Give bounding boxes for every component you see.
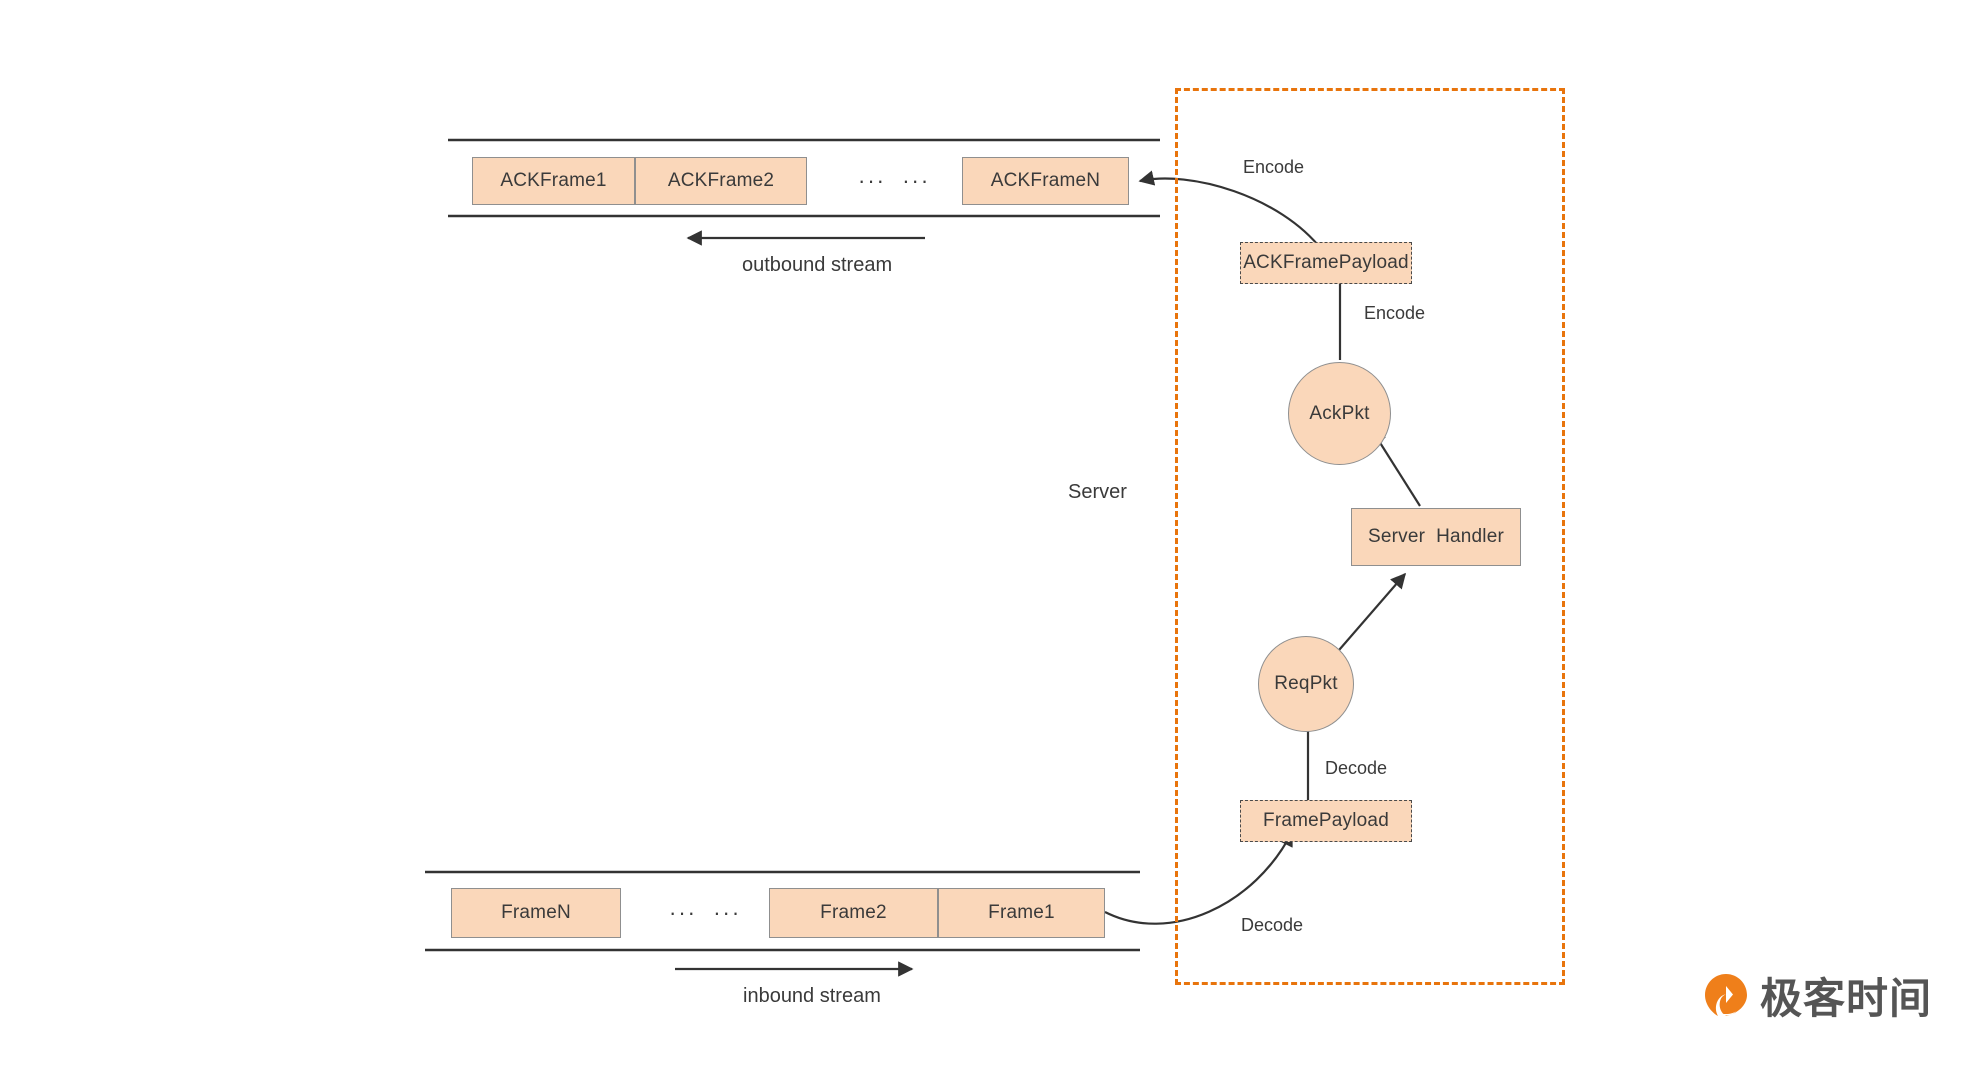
inbound-frame-frame2[interactable]: Frame2: [769, 888, 938, 938]
edge-label-encode-ackpkt: Encode: [1364, 303, 1426, 323]
outbound-frame-ackframen[interactable]: ACKFrameN: [962, 157, 1129, 205]
edge-label-decode-inbound: Decode: [1241, 915, 1304, 935]
edge-label-decode-framepayload: Decode: [1325, 758, 1388, 778]
edge-label-encode-outbound: Encode: [1243, 157, 1305, 177]
inbound-frame-framen[interactable]: FrameN: [451, 888, 621, 938]
node-frame-payload[interactable]: FramePayload: [1240, 800, 1412, 842]
outbound-frame-ackframe1[interactable]: ACKFrame1: [472, 157, 635, 205]
node-req-pkt[interactable]: ReqPkt: [1258, 636, 1354, 732]
geektime-logo-icon: [1702, 972, 1750, 1020]
inbound-frame-frame1[interactable]: Frame1: [938, 888, 1105, 938]
server-boundary-region: [1175, 88, 1565, 985]
outbound-ellipsis: ··· ···: [858, 168, 931, 193]
outbound-stream-caption: outbound stream: [742, 254, 893, 276]
node-ack-frame-payload[interactable]: ACKFramePayload: [1240, 242, 1412, 284]
inbound-ellipsis: ··· ···: [669, 900, 742, 925]
node-ack-pkt[interactable]: AckPkt: [1288, 362, 1391, 465]
geektime-logo: 极客时间: [1702, 965, 1932, 1026]
geektime-logo-text: 极客时间: [1760, 974, 1933, 1023]
node-server-handler[interactable]: Server Handler: [1351, 508, 1521, 566]
inbound-stream-caption: inbound stream: [743, 985, 881, 1007]
outbound-frame-ackframe2[interactable]: ACKFrame2: [635, 157, 807, 205]
server-region-label: Server: [1068, 481, 1127, 503]
